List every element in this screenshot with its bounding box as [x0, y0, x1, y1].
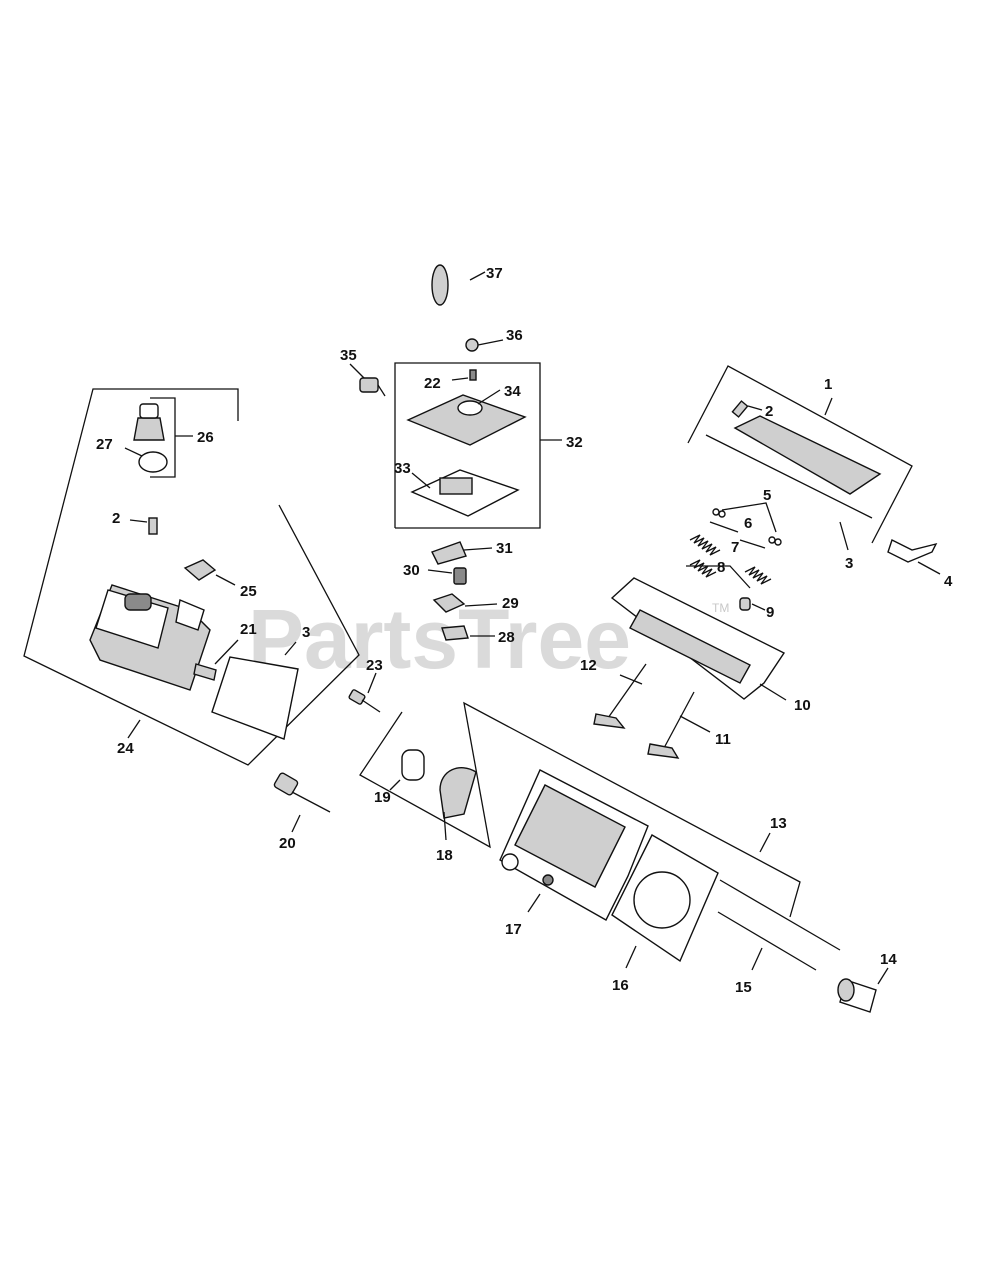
rocker-arm-18 [439, 767, 477, 841]
fitting-21 [193, 639, 239, 681]
breather-cover-34 [406, 389, 527, 446]
head-bolt-20 [273, 772, 331, 833]
pivot-19 [389, 749, 425, 791]
callout-32[interactable]: 32 [566, 434, 583, 451]
callout-19[interactable]: 19 [374, 789, 391, 806]
callout-18[interactable]: 18 [436, 847, 453, 864]
callout-35[interactable]: 35 [340, 347, 357, 364]
valve-cover-group-outline [23, 388, 360, 766]
head-gasket-16 [611, 834, 719, 969]
valve-cover [89, 584, 211, 691]
push-rod-15 [717, 879, 841, 971]
screw-2-left [129, 517, 158, 535]
callout-labels: 1 2 2 3 3 4 5 6 7 8 9 10 11 12 13 14 15 … [96, 265, 953, 996]
part-29 [432, 593, 498, 613]
valve-cover-gasket [211, 641, 299, 740]
breather-group-outline [394, 362, 562, 529]
gasket-3-right-leader [839, 521, 849, 551]
callout-27[interactable]: 27 [96, 436, 113, 453]
callout-11[interactable]: 11 [715, 731, 731, 748]
callout-1[interactable]: 1 [824, 376, 832, 393]
callout-21[interactable]: 21 [240, 621, 257, 638]
part-28 [441, 625, 495, 641]
callout-7[interactable]: 7 [731, 539, 739, 556]
callout-20[interactable]: 20 [279, 835, 296, 852]
rocker-assembly-10 [610, 577, 787, 701]
breather-fitting [183, 559, 236, 586]
callout-5[interactable]: 5 [763, 487, 771, 504]
screw-35 [349, 363, 386, 397]
callout-15[interactable]: 15 [735, 979, 752, 996]
callout-29[interactable]: 29 [502, 595, 519, 612]
screw-2-right [731, 400, 763, 418]
callout-10[interactable]: 10 [794, 697, 811, 714]
breather-plate-33 [410, 469, 520, 517]
callout-2[interactable]: 2 [765, 403, 773, 420]
breather-tube-37 [431, 264, 486, 330]
callout-13[interactable]: 13 [770, 815, 787, 832]
callout-23[interactable]: 23 [366, 657, 383, 674]
callout-17[interactable]: 17 [505, 921, 522, 938]
watermark-trademark: TM [712, 601, 729, 615]
callout-4[interactable]: 4 [944, 573, 953, 590]
cylinder-head-group-outline [359, 701, 801, 918]
callout-36[interactable]: 36 [506, 327, 523, 344]
callout-14[interactable]: 14 [880, 951, 897, 968]
callout-37[interactable]: 37 [486, 265, 503, 282]
callout-22[interactable]: 22 [424, 375, 441, 392]
callout-34[interactable]: 34 [504, 383, 521, 400]
bracket-4 [887, 539, 941, 575]
callout-3[interactable]: 3 [302, 624, 310, 641]
callout-12[interactable]: 12 [580, 657, 597, 674]
callout-26[interactable]: 26 [197, 429, 214, 446]
callout-8[interactable]: 8 [717, 559, 725, 576]
callout-16[interactable]: 16 [612, 977, 629, 994]
callout-6[interactable]: 6 [744, 515, 752, 532]
lifter-14 [837, 967, 889, 1013]
reed-22 [451, 369, 477, 381]
callout-31[interactable]: 31 [496, 540, 513, 557]
rocker-cover-1 [705, 415, 882, 519]
callout-3[interactable]: 3 [845, 555, 853, 572]
valve-spring-set [686, 502, 782, 611]
callout-33[interactable]: 33 [394, 460, 411, 477]
callout-2[interactable]: 2 [112, 510, 120, 527]
callout-24[interactable]: 24 [117, 740, 134, 757]
valve-11 [647, 691, 711, 759]
rocker-cover-group-outline [687, 365, 913, 544]
part-30 [427, 567, 467, 585]
callout-25[interactable]: 25 [240, 583, 257, 600]
screw-23 [348, 672, 381, 713]
callout-28[interactable]: 28 [498, 629, 515, 646]
oil-fill-cap-group [124, 397, 193, 478]
watermark: PartsTree [248, 592, 631, 686]
callout-30[interactable]: 30 [403, 562, 420, 579]
valve-12 [593, 663, 647, 729]
callout-9[interactable]: 9 [766, 604, 774, 621]
cylinder-head-17 [499, 769, 649, 921]
clamp-36 [465, 338, 504, 352]
part-31 [431, 541, 493, 565]
